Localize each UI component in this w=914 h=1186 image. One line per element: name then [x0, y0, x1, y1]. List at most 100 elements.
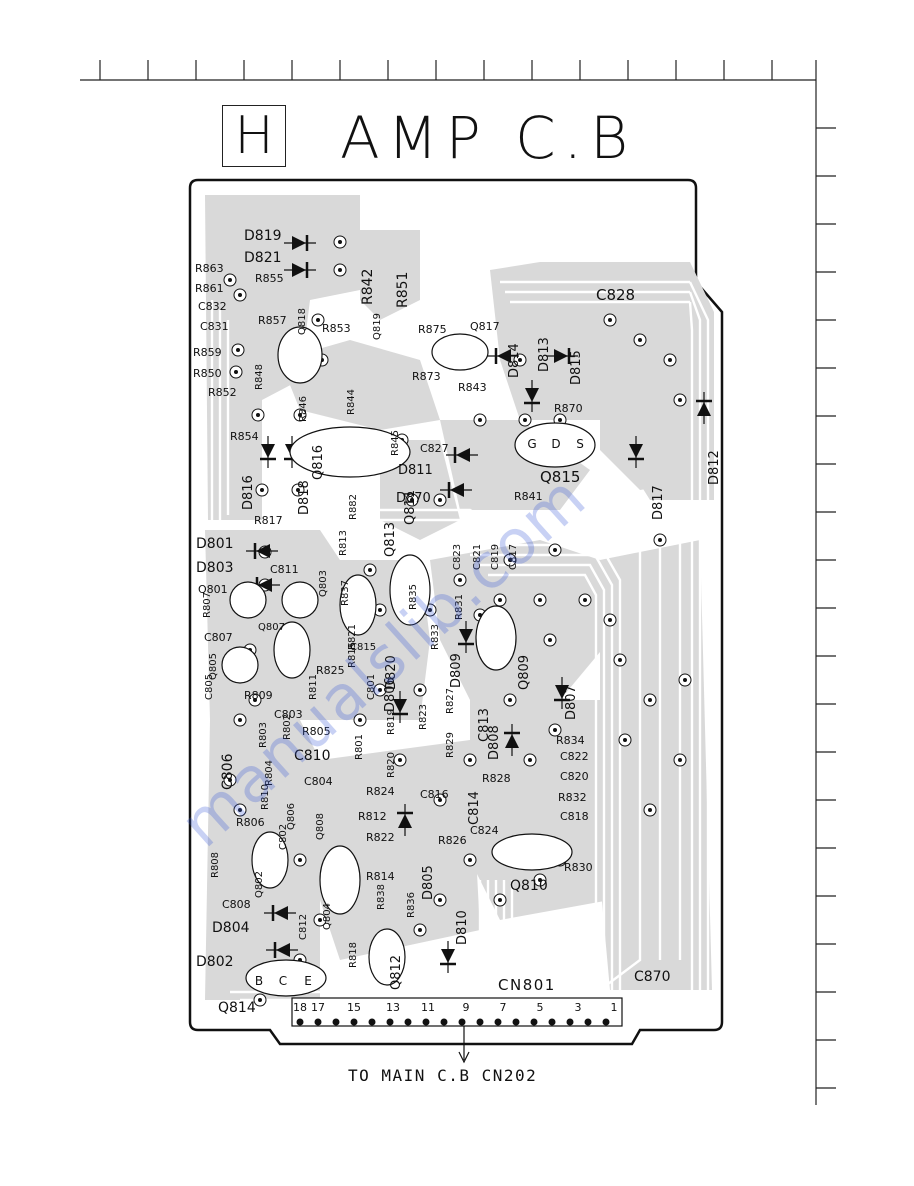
- component-label: R804: [264, 760, 275, 786]
- component-label: D809: [449, 653, 464, 688]
- connector-pin-number: 18: [293, 1001, 307, 1014]
- component-label: R863: [195, 262, 224, 275]
- component-label: D820: [384, 655, 399, 690]
- component-label: R824: [366, 785, 395, 798]
- transistor-icon: [491, 833, 573, 871]
- component-label: Q815: [540, 468, 580, 486]
- component-label: R821: [347, 624, 358, 650]
- component-label: R807: [202, 592, 213, 618]
- component-label: R830: [564, 861, 593, 874]
- component-label: R861: [195, 282, 224, 295]
- component-label: C801: [366, 674, 377, 700]
- transistor-icon: [245, 959, 327, 997]
- component-label: C810: [294, 748, 331, 764]
- component-label: C820: [560, 770, 589, 783]
- component-label: R846: [298, 396, 309, 422]
- component-label: Q812: [389, 955, 404, 990]
- component-label: R813: [338, 530, 349, 556]
- component-label: C822: [560, 750, 589, 763]
- component-label: R826: [438, 834, 467, 847]
- component-label: R843: [458, 381, 487, 394]
- pin-letter: C: [279, 974, 287, 988]
- component-label: Q813: [383, 522, 398, 557]
- component-label: C811: [270, 563, 299, 576]
- trace-lines: [210, 280, 710, 1010]
- component-label: R822: [366, 831, 395, 844]
- connector-pin: [476, 1018, 484, 1026]
- transistor-icon: [514, 422, 596, 468]
- component-label: C804: [304, 775, 333, 788]
- transistor-icon: [251, 831, 289, 889]
- component-label: C824: [470, 824, 499, 837]
- component-label: R870: [554, 402, 583, 415]
- component-label: R808: [210, 852, 221, 878]
- connector-pin: [314, 1018, 322, 1026]
- connector-pin-number: 7: [500, 1001, 507, 1014]
- component-label: R855: [255, 272, 284, 285]
- component-label: D812: [707, 450, 722, 485]
- component-label: R844: [346, 389, 357, 415]
- pin-letter: E: [304, 974, 312, 988]
- component-label: D806: [383, 677, 398, 712]
- component-label: R802: [282, 714, 293, 740]
- pin-letter: D: [551, 437, 560, 451]
- component-label: Q803: [318, 570, 329, 597]
- component-label: D815: [569, 350, 584, 385]
- transistor-icon: [277, 326, 323, 384]
- diode-icon: [504, 724, 520, 756]
- top-ruler: [80, 60, 836, 1105]
- component-label: D811: [398, 463, 433, 478]
- transistor-icon: [389, 554, 431, 626]
- component-label: R829: [445, 732, 456, 758]
- component-label: Q802: [254, 871, 265, 898]
- connector-pin: [548, 1018, 556, 1026]
- connector-pin-number: 17: [311, 1001, 325, 1014]
- connector-pin: [530, 1018, 538, 1026]
- connector-pin: [422, 1018, 430, 1026]
- component-label: R818: [348, 942, 359, 968]
- component-label: D821: [244, 250, 282, 266]
- connector-pin: [494, 1018, 502, 1026]
- component-label: R832: [558, 791, 587, 804]
- transistor-icon: [431, 333, 489, 371]
- diode-icon: [487, 348, 519, 364]
- component-label: C870: [634, 969, 671, 985]
- component-label: C821: [472, 544, 483, 570]
- component-label: D804: [212, 920, 250, 936]
- component-label: C828: [596, 286, 635, 304]
- component-label: R873: [412, 370, 441, 383]
- diode-symbols: [246, 235, 712, 973]
- component-label: D818: [297, 480, 312, 515]
- component-label: R810: [260, 784, 271, 810]
- component-label: R828: [482, 772, 511, 785]
- connector-pin: [332, 1018, 340, 1026]
- component-label: R817: [254, 514, 283, 527]
- component-label: Q811: [403, 490, 418, 525]
- component-label: R820: [386, 752, 397, 778]
- component-label: R831: [454, 594, 465, 620]
- component-label: R875: [418, 323, 447, 336]
- component-label: R859: [193, 346, 222, 359]
- component-label: C818: [560, 810, 589, 823]
- diode-icon: [440, 482, 472, 498]
- component-label: Q818: [297, 308, 308, 335]
- component-label: C814: [467, 791, 482, 825]
- connector-pin-number: 5: [537, 1001, 544, 1014]
- component-label: D805: [421, 865, 436, 900]
- component-label: Q805: [208, 653, 219, 680]
- component-label: R852: [208, 386, 237, 399]
- component-label: C817: [508, 544, 519, 570]
- connector-pin: [458, 1018, 466, 1026]
- component-label: R812: [358, 810, 387, 823]
- diode-icon: [628, 436, 644, 468]
- footer-destination: TO MAIN C.B CN202: [348, 1066, 538, 1085]
- pin-letter: G: [527, 437, 536, 451]
- component-label: Q816: [311, 445, 326, 480]
- diode-icon: [446, 447, 478, 463]
- component-label: R834: [556, 734, 585, 747]
- component-label: Q809: [517, 655, 532, 690]
- component-label: C831: [200, 320, 229, 333]
- diode-icon: [696, 392, 712, 424]
